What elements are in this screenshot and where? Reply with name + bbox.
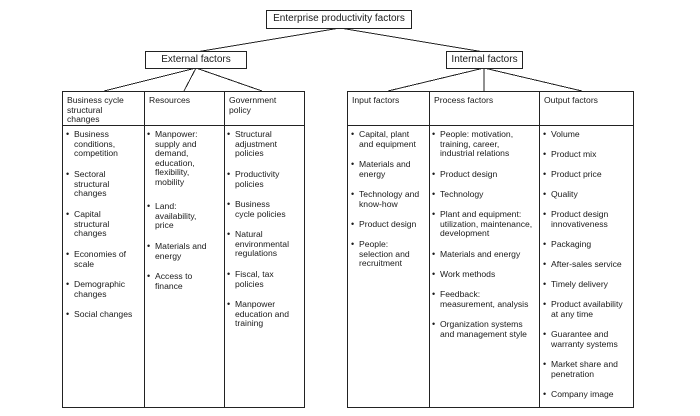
list-item: Business conditions, competition: [66, 129, 124, 159]
list-item: Natural environmental regulations: [227, 229, 295, 259]
internal-factors-box: Internal factors: [446, 51, 523, 69]
list-item: Manpower: supply and demand, education, …: [147, 129, 219, 188]
list-item: Organization systems and management styl…: [432, 319, 538, 339]
list-item: Demographic changes: [66, 279, 134, 299]
list-item: Work methods: [432, 269, 532, 280]
list-item: Product design: [432, 169, 532, 180]
column-title: Resources: [149, 95, 191, 105]
column-header-process-factors: Process factors: [430, 92, 539, 106]
list-item: Economies of scale: [66, 249, 138, 269]
list-item: Structural adjustment policies: [227, 129, 287, 159]
list-item: Capital structural changes: [66, 209, 124, 239]
connector-internal-output: [483, 67, 583, 92]
internal-factors-label: Internal factors: [451, 54, 518, 65]
list-item: Materials and energy: [432, 249, 532, 260]
column-header-resources: Resources: [145, 92, 224, 106]
list-item: Land: availability, price: [147, 201, 213, 231]
list-item: Guarantee and warranty systems: [543, 329, 627, 349]
connector-external-resources: [183, 67, 197, 92]
list-item: Product price: [543, 169, 631, 180]
list-item: Quality: [543, 189, 631, 200]
list-item: Productivity policies: [227, 169, 289, 189]
list-item: Volume: [543, 129, 631, 140]
list-item: Technology: [432, 189, 532, 200]
connector-internal-input: [387, 67, 485, 92]
list-item: Product design: [351, 219, 427, 230]
connector-external-government: [195, 67, 263, 92]
external-factors-box: External factors: [145, 51, 247, 69]
list-item: Capital, plant and equipment: [351, 129, 423, 149]
column-header-business-cycle: Business cycle structural changes: [63, 92, 144, 125]
list-item: Timely delivery: [543, 279, 631, 290]
connector-root-external: [195, 27, 341, 53]
list-item: Access to finance: [147, 271, 209, 291]
root-label: Enterprise productivity factors: [273, 13, 405, 24]
column-header-output-factors: Output factors: [540, 92, 633, 106]
column-title: Input factors: [352, 95, 400, 105]
column-title: Output factors: [544, 95, 598, 105]
list-item: Materials and energy: [351, 159, 419, 179]
list-item: Technology and know-how: [351, 189, 423, 209]
root-box: Enterprise productivity factors: [266, 10, 412, 29]
list-item: Market share and penetration: [543, 359, 623, 379]
list-item: Product mix: [543, 149, 631, 160]
list-item: Sectoral structural changes: [66, 169, 124, 199]
list-item: Manpower education and training: [227, 299, 303, 329]
connector-external-business: [103, 67, 197, 92]
list-item: Packaging: [543, 239, 631, 250]
list-item: Product design innovativeness: [543, 209, 629, 229]
list-item: After-sales service: [543, 259, 633, 270]
column-header-government-policy: Government policy: [225, 92, 304, 115]
column-title: Process factors: [434, 95, 494, 105]
external-table-frame: [62, 91, 305, 408]
list-item: Social changes: [66, 309, 141, 320]
list-item: Product availability at any time: [543, 299, 631, 319]
column-title: Government policy: [229, 95, 277, 115]
connector-root-internal: [339, 27, 485, 53]
external-factors-label: External factors: [161, 54, 231, 65]
list-item: People: selection and recruitment: [351, 239, 421, 269]
list-item: Company image: [543, 389, 631, 400]
list-item: Materials and energy: [147, 241, 221, 261]
internal-table-frame: [347, 91, 634, 408]
list-item: Plant and equipment: utilization, mainte…: [432, 209, 538, 239]
list-item: Feedback: measurement, analysis: [432, 289, 536, 309]
list-item: Business cycle policies: [227, 199, 291, 219]
list-item: Fiscal, tax policies: [227, 269, 287, 289]
column-header-input-factors: Input factors: [348, 92, 429, 106]
list-item: People: motivation, training, career, in…: [432, 129, 532, 159]
column-title: Business cycle structural changes: [67, 95, 124, 125]
